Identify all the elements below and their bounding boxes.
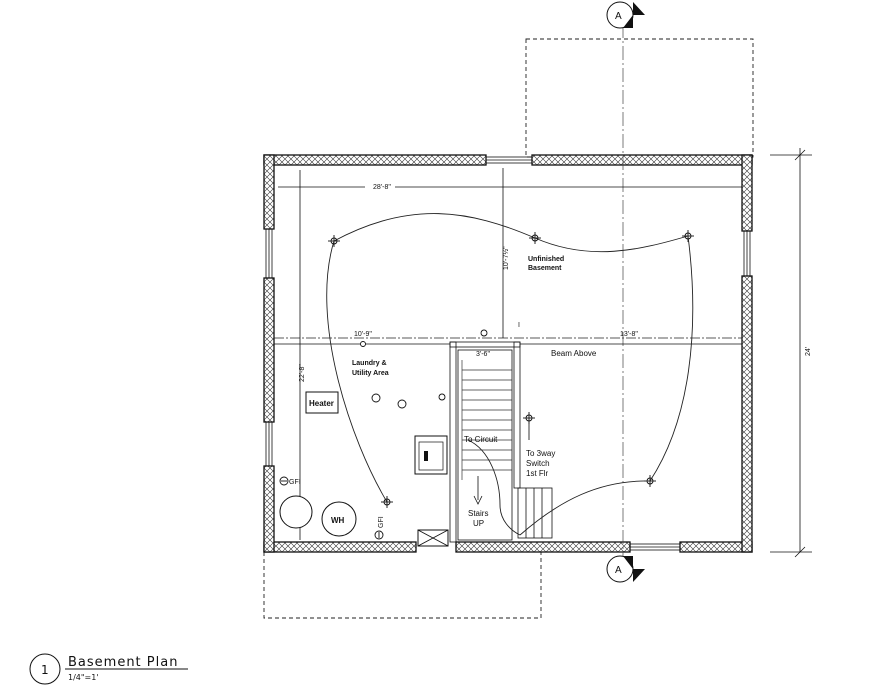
dim-wall-to-beam: 10'-7½": [502, 246, 510, 270]
switch-note-2: Switch: [526, 459, 550, 468]
water-heater: [321, 501, 357, 537]
gfi-bottom-label: GFI: [378, 516, 385, 528]
dimension-overall-width: 28'-8": [278, 184, 742, 191]
section-marker-bottom: A: [606, 555, 645, 583]
drawing-title: 1 Basement Plan 1/4"=1': [29, 653, 188, 685]
windows: [265, 156, 751, 551]
wiring: [326, 213, 694, 536]
switch-note-1: To 3way: [526, 449, 555, 458]
water-heater-label: WH: [331, 516, 345, 525]
dim-right-of-stair: 13'-8": [620, 331, 638, 338]
drawing-number: 1: [41, 663, 49, 677]
drawing-number-circle: [29, 653, 61, 685]
lower-porch-outline: [263, 552, 542, 619]
section-marker-top-letter: A: [615, 11, 622, 22]
switch-note-3: 1st Flr: [526, 469, 549, 478]
room-label-laundry-1: Laundry &: [352, 360, 387, 367]
light-fixtures: [328, 230, 694, 508]
washer-dryer: [414, 435, 448, 475]
drawing-scale: 1/4"=1': [68, 673, 99, 682]
section-marker-bottom-letter: A: [615, 565, 622, 576]
gfi-outlet-left: [279, 476, 289, 486]
stairs-label-2: UP: [473, 519, 484, 528]
upper-porch-outline: [525, 38, 754, 158]
beam-above-label: Beam Above: [551, 349, 597, 358]
exterior-walls: [263, 154, 753, 553]
dimension-overall-depth: 24': [770, 148, 812, 558]
heater-box: [305, 391, 339, 414]
stair-enclosure: [449, 341, 553, 543]
room-label-unfinished-2: Basement: [528, 265, 562, 272]
dim-overall-depth: 24': [805, 347, 812, 356]
dim-left-depth: 22'-8": [299, 364, 306, 382]
floor-drain-box: [417, 529, 449, 547]
drawing-title-text: Basement Plan: [68, 655, 178, 670]
heater-label: Heater: [309, 399, 334, 408]
dim-overall-width: 28'-8": [373, 184, 391, 191]
gfi-left-label: GFI: [289, 479, 301, 486]
room-label-unfinished-1: Unfinished: [528, 256, 564, 263]
to-circuit-label: To Circuit: [464, 435, 498, 444]
dim-left-to-beam: 10'-9": [354, 331, 372, 338]
room-label-laundry-2: Utility Area: [352, 370, 389, 377]
stairs-label-1: Stairs: [468, 509, 488, 518]
grid-mark: I: [518, 322, 520, 329]
tank: [279, 495, 313, 529]
dim-stair-width: 3'-6": [476, 351, 490, 358]
gfi-outlet-bottom: [374, 530, 384, 540]
section-marker-top: A: [606, 1, 645, 29]
